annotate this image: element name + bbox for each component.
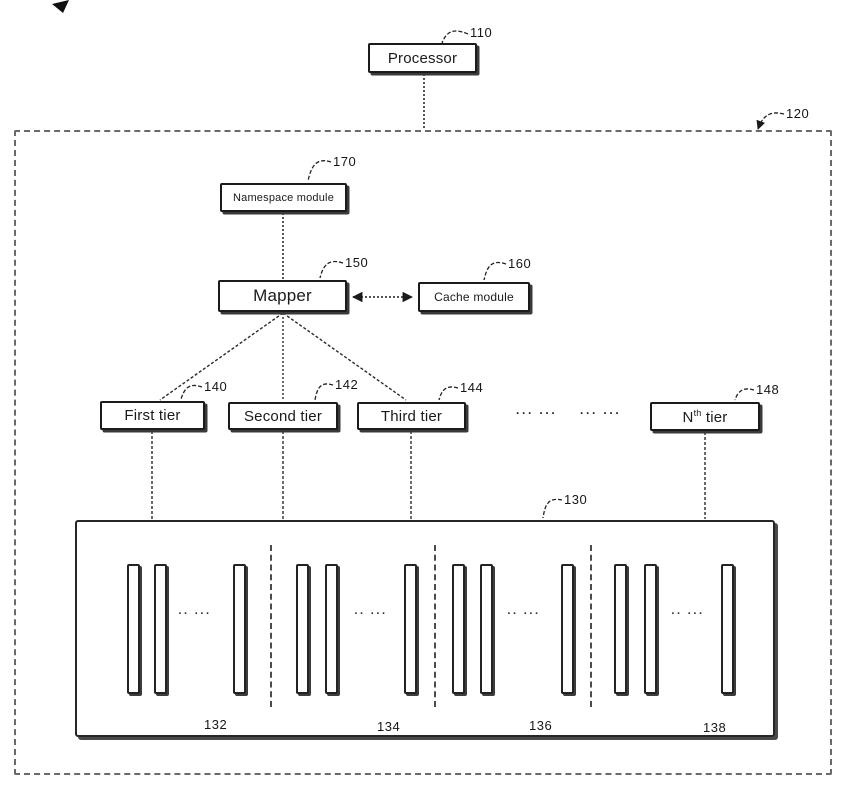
ref-110-processor: 110 [470,25,493,40]
third-tier-box: Third tier [357,402,466,430]
ref-140-tier1: 140 [204,379,228,394]
second-tier-box: Second tier [228,402,338,430]
disk-bar [561,564,574,694]
ref-144-tier3: 144 [460,380,484,395]
processor-label: Processor [387,49,458,67]
storage-pool-box: ·· ··· ·· ··· ·· ··· ·· ··· [75,520,775,737]
disk-group3-ellipsis: ·· ··· [507,608,541,620]
group-separator [270,545,272,707]
group-separator [434,545,436,707]
leader-160 [483,261,507,281]
leader-110 [441,30,469,44]
ref-148-tierN: 148 [756,382,780,397]
second-tier-label: Second tier [243,407,323,425]
ref-142-tier2: 142 [335,377,359,392]
ref-132-group1: 132 [204,717,228,732]
leader-130 [542,498,563,519]
first-tier-box: First tier [100,401,205,430]
ref-120-system: 120 [786,106,810,121]
third-tier-label: Third tier [380,407,443,425]
namespace-module-box: Namespace module [220,183,347,212]
mapper-box: Mapper [218,280,347,312]
disk-bar [721,564,734,694]
nth-tier-rest: tier [701,408,728,426]
disk-group1-ellipsis: ·· ··· [178,608,212,620]
leader-148 [734,388,755,401]
disk-bar [154,564,167,694]
ref-136-group3: 136 [529,718,553,733]
disk-bar [614,564,627,694]
mapper-label: Mapper [253,286,312,305]
ref-134-group2: 134 [377,719,401,734]
nth-tier-box: Nth tier [650,402,760,431]
first-tier-label: First tier [124,407,181,424]
nth-tier-n: N [682,408,694,426]
disk-bar [233,564,246,694]
leader-144 [438,386,459,401]
disk-bar [480,564,493,694]
tier-row-ellipsis-a: ··· ··· [516,406,558,420]
tier-row-ellipsis-b: ··· ··· [580,406,622,420]
namespace-module-label: Namespace module [232,191,335,204]
wire-mapper-tier3 [282,312,407,401]
disk-bar [644,564,657,694]
ref-138-group4: 138 [703,720,727,735]
disk-bar [127,564,140,694]
ref-170-namespace: 170 [333,154,357,169]
disk-bar [404,564,417,694]
stray-pen-mark [52,0,69,13]
leader-150 [319,260,344,279]
disk-bar [452,564,465,694]
cache-module-label: Cache module [434,290,514,304]
ref-150-mapper: 150 [345,255,369,270]
disk-group2-ellipsis: ·· ··· [354,608,388,620]
group-separator [590,545,592,707]
leader-120 [756,112,785,130]
disk-group4-ellipsis: ·· ··· [671,608,705,620]
nth-tier-sup: th [693,407,702,418]
ref-160-cache: 160 [508,256,532,271]
system-boundary-box [14,130,832,775]
leader-170 [307,160,332,182]
processor-box: Processor [368,43,477,73]
wire-mapper-tier1 [159,312,284,401]
cache-module-box: Cache module [418,282,530,312]
nth-tier-label: Nth tier [683,408,728,426]
disk-bar [296,564,309,694]
ref-130-storage: 130 [564,492,588,507]
disk-bar [325,564,338,694]
leader-142 [314,383,334,401]
leader-140 [180,384,203,400]
